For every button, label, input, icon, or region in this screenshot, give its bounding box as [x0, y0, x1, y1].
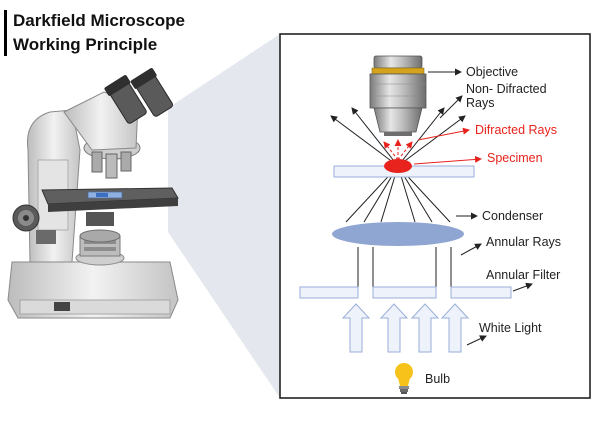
specimen-dot [384, 159, 412, 173]
title-accent-bar [4, 10, 7, 56]
white-light-arrows [341, 303, 470, 353]
diffracted-rays [383, 139, 413, 161]
annular-filter [299, 286, 512, 299]
label-condenser: Condenser [482, 209, 543, 223]
label-non-diffracted-line-1: Non- Difracted [466, 82, 547, 96]
label-annular-filter: Annular Filter [486, 268, 560, 282]
label-non-diffracted-line-2: Rays [466, 96, 494, 110]
label-diffracted-rays: Difracted Rays [475, 123, 557, 137]
condenser-lens [332, 222, 464, 246]
objective-lens [369, 55, 427, 136]
page-title-line-1: Darkfield Microscope [13, 11, 185, 30]
page-title-line-2: Working Principle [13, 35, 158, 54]
label-specimen: Specimen [487, 151, 543, 165]
label-white-light: White Light [479, 321, 542, 335]
light-bulb-icon [395, 363, 413, 394]
label-annular-rays: Annular Rays [486, 235, 561, 249]
label-objective: Objective [466, 65, 518, 79]
label-bulb: Bulb [425, 372, 450, 386]
zoom-projection [168, 34, 280, 398]
inset-frame [279, 33, 591, 399]
microscope-illustration [7, 68, 179, 319]
